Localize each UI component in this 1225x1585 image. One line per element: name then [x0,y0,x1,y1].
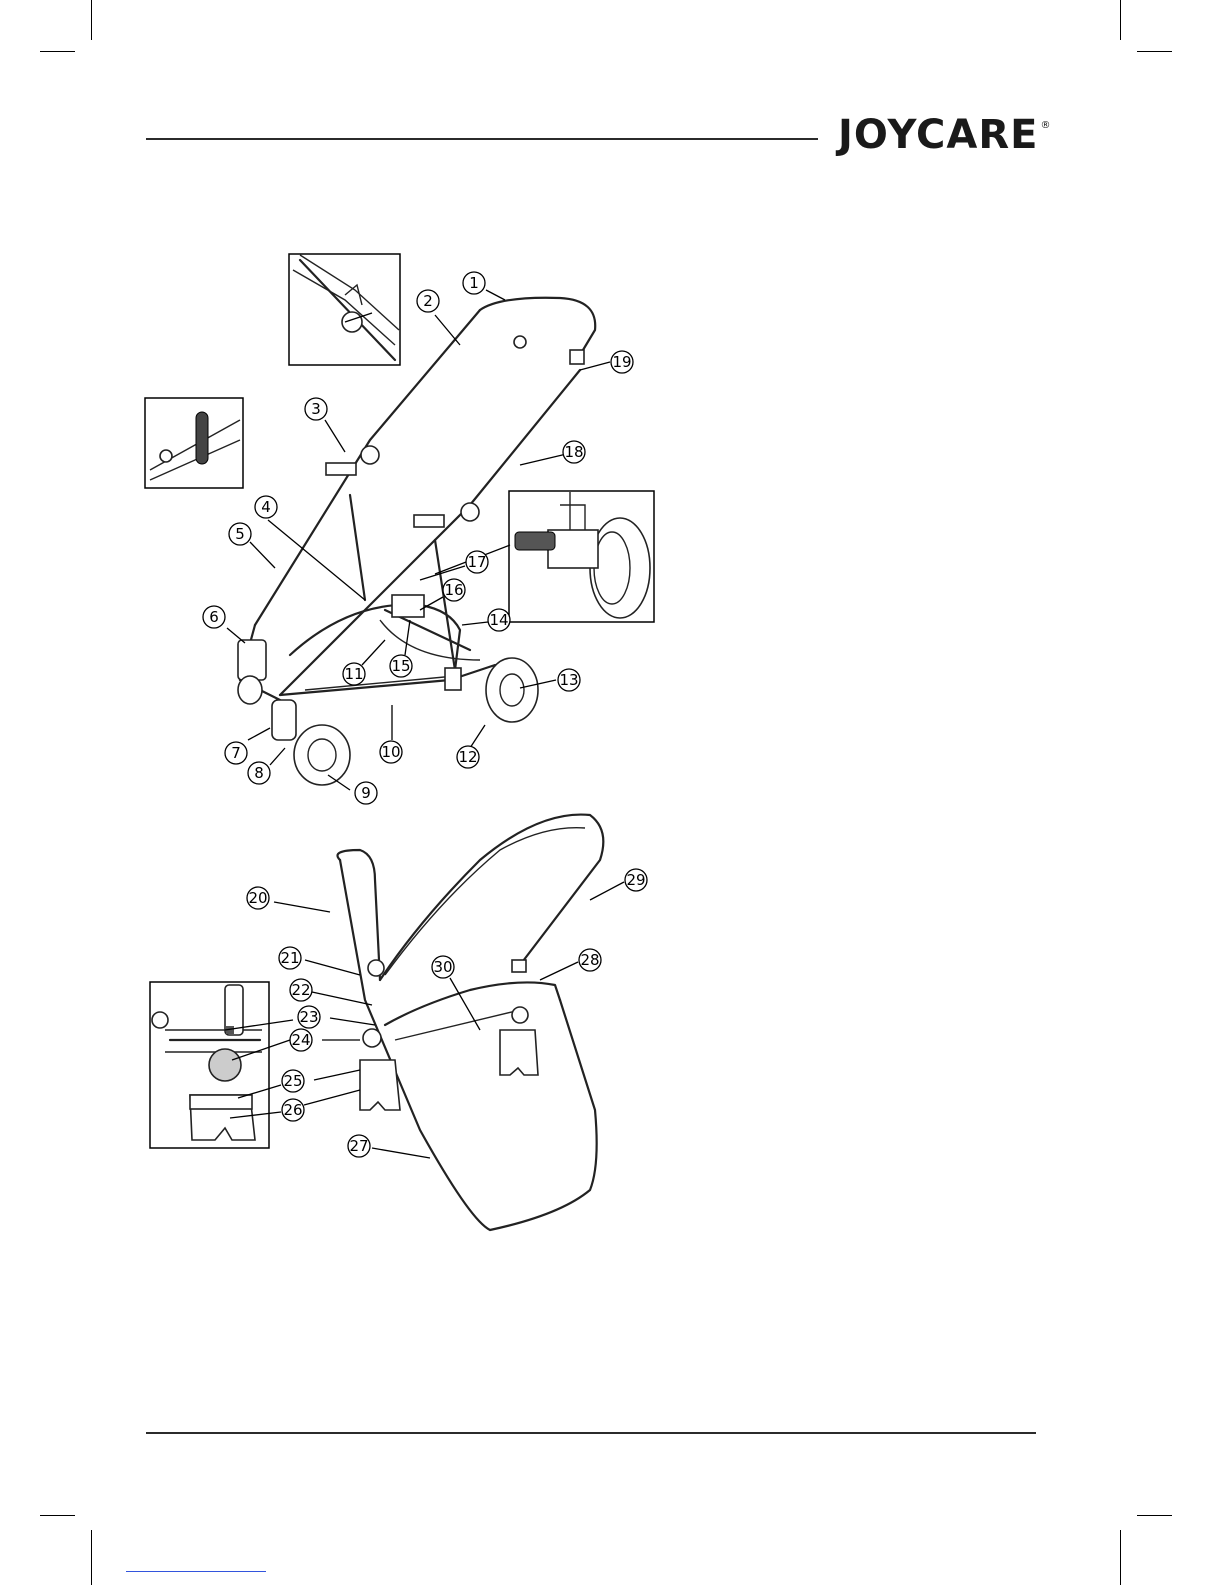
callout-29: 29 [625,869,647,891]
callout-30: 30 [432,956,454,978]
callout-21: 21 [279,947,301,969]
svg-text:21: 21 [280,949,299,967]
svg-text:26: 26 [283,1101,302,1119]
svg-text:28: 28 [580,951,599,969]
callout-26: 26 [282,1099,304,1121]
svg-text:27: 27 [349,1137,368,1155]
svg-text:23: 23 [299,1008,318,1026]
callout-23: 23 [298,1006,320,1028]
svg-text:22: 22 [291,981,310,999]
svg-text:20: 20 [248,889,267,907]
svg-text:30: 30 [433,958,452,976]
svg-text:24: 24 [291,1031,310,1049]
callout-22: 22 [290,979,312,1001]
inset-seat-adapter [150,982,269,1148]
callout-25: 25 [282,1070,304,1092]
callout-28: 28 [579,949,601,971]
svg-text:25: 25 [283,1072,302,1090]
seat-frame [338,815,604,1230]
callout-27: 27 [348,1135,370,1157]
callout-24: 24 [290,1029,312,1051]
callout-20: 20 [247,887,269,909]
svg-text:29: 29 [626,871,645,889]
